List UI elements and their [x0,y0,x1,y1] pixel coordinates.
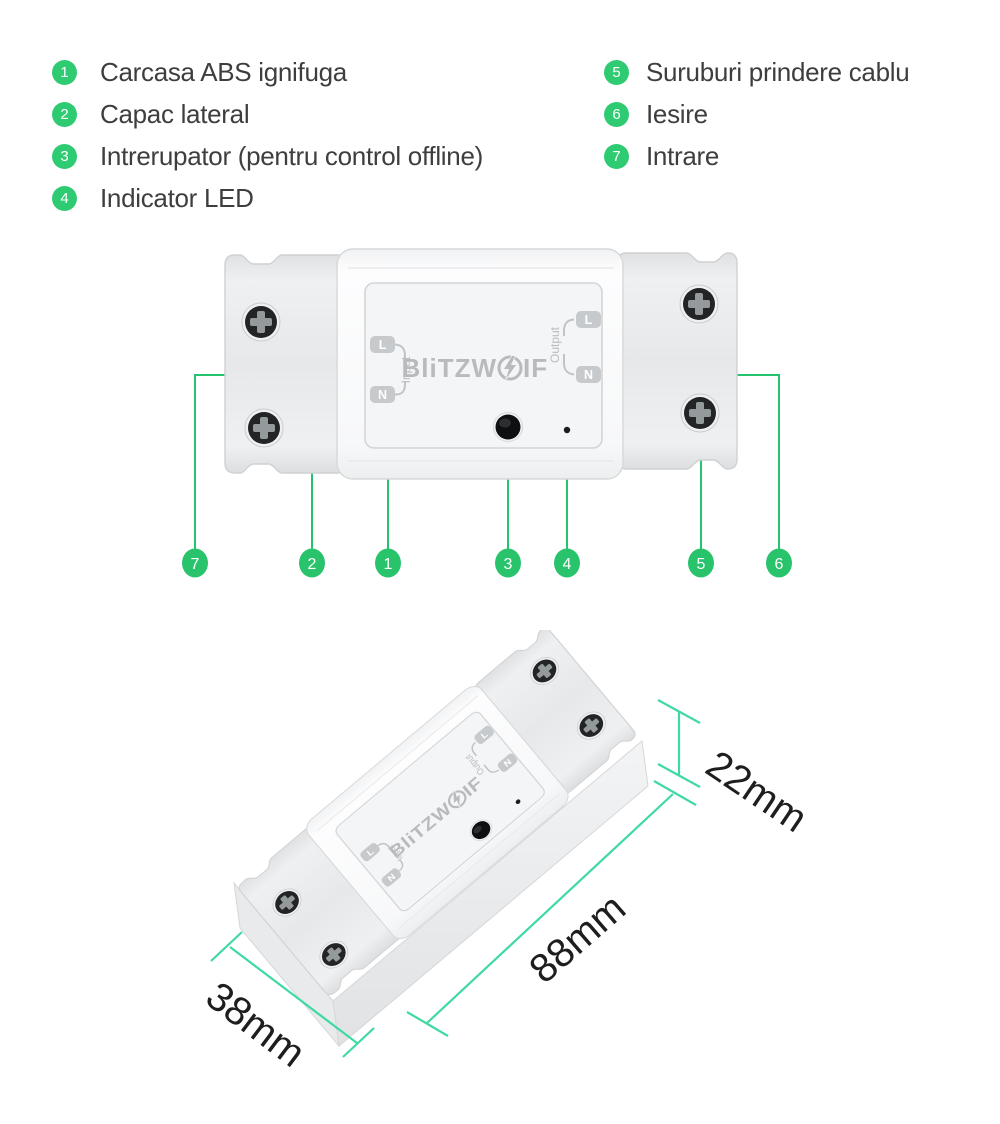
svg-text:1: 1 [384,556,393,573]
callout-line-7 [194,374,225,550]
legend-label-5: Suruburi prindere cablu [646,56,910,87]
dim-38mm-left-tick [210,931,243,962]
legend-badge-5: 5 [604,59,629,85]
svg-text:4: 4 [563,556,572,573]
svg-text:7: 7 [191,556,200,573]
dim-88mm-line [426,793,674,1024]
dim-88mm-bottom-tick [406,1011,449,1037]
callout-badge-5: 5 [688,548,714,578]
legend-badge-3: 3 [52,143,77,169]
dim-22mm-bottom-tick [657,763,701,788]
svg-text:6: 6 [775,556,784,573]
dim-22mm-top-tick [657,699,701,724]
legend-label-2: Capac lateral [100,98,250,129]
dim-88mm-label: 88mm [521,886,634,992]
legend-item-6: 6 Iesire [604,93,909,135]
callout-badges: 7 2 1 3 4 5 6 [182,548,792,578]
callout-badge-1: 1 [375,548,401,578]
svg-text:5: 5 [697,556,706,573]
legend-item-4: 4 Indicator LED [52,177,483,219]
callout-badge-4: 4 [554,548,580,578]
legend-left-column: 1 Carcasa ABS ignifuga 2 Capac lateral 3… [52,51,483,219]
callout-badge-3: 3 [495,548,521,578]
callout-badge-7: 7 [182,548,208,578]
legend-item-1: 1 Carcasa ABS ignifuga [52,51,483,93]
legend-label-6: Iesire [646,98,708,129]
legend-item-7: 7 Intrare [604,135,909,177]
dim-38mm-line [229,946,358,1044]
legend-badge-4: 4 [52,185,77,211]
callout-badge-2: 2 [299,548,325,578]
legend-badge-1: 1 [52,59,77,85]
legend-right-column: 5 Suruburi prindere cablu 6 Iesire 7 Int… [604,51,910,177]
legend-badge-6: 6 [604,101,629,127]
perspective-figure: 22mm 88mm 38mm [198,630,815,1076]
legend-label-7: Intrare [646,140,720,171]
legend-item-2: 2 Capac lateral [52,93,483,135]
callout-badge-6: 6 [766,548,792,578]
dim-88mm-top-tick [653,780,697,806]
dim-22mm-label: 22mm [698,743,815,842]
callout-line-6 [737,374,780,550]
svg-text:3: 3 [504,556,513,573]
svg-text:2: 2 [308,556,317,573]
legend-label-3: Intrerupator (pentru control offline) [100,140,483,171]
legend-item-3: 3 Intrerupator (pentru control offline) [52,135,483,177]
dimension-lines [210,699,701,1058]
top-view-figure: BliTZW IF L N Input L N Outp [182,247,792,578]
legend-label-4: Indicator LED [100,182,254,213]
legend-badge-2: 2 [52,101,77,127]
legend-label-1: Carcasa ABS ignifuga [100,56,347,87]
legend-badge-7: 7 [604,143,629,169]
dim-38mm-right-tick [342,1027,375,1058]
legend-item-5: 5 Suruburi prindere cablu [604,51,910,93]
